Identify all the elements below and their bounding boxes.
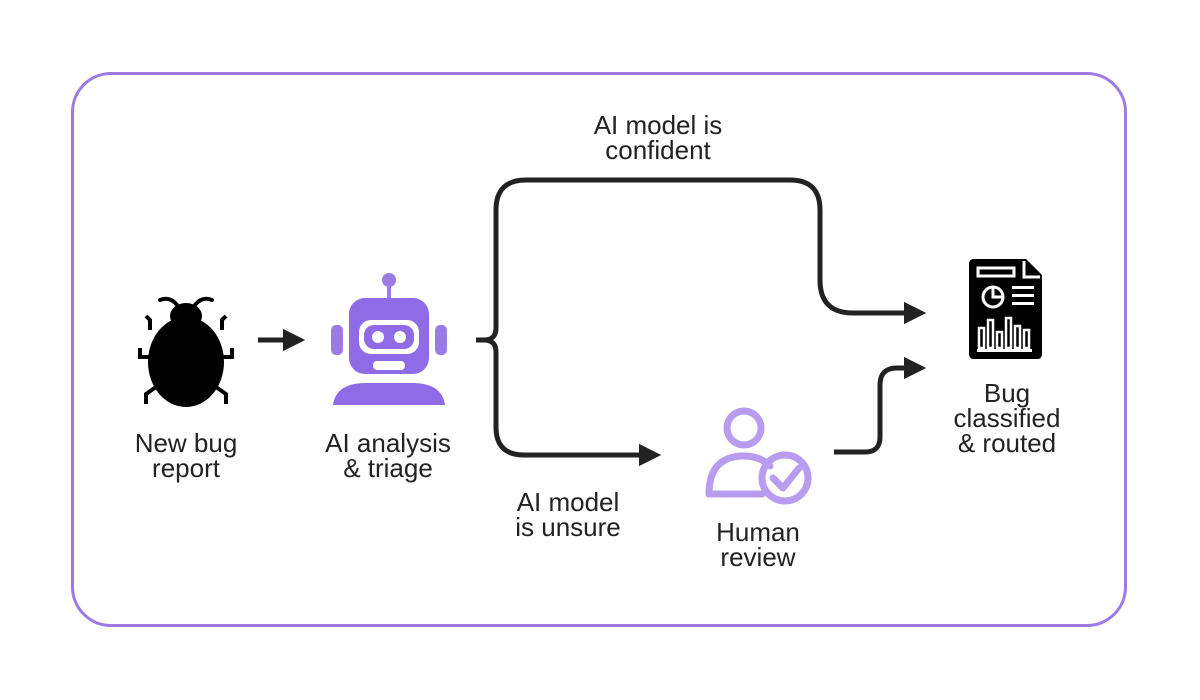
ai-label: AI analysis& triage — [325, 428, 451, 483]
arrow-unsure — [476, 337, 662, 467]
diagram-frame — [71, 72, 1127, 627]
arrow-human-to-result — [834, 356, 927, 455]
bug-icon — [138, 296, 234, 407]
arrow-confident — [476, 177, 927, 343]
user-check-icon — [705, 407, 812, 505]
robot-icon — [331, 273, 447, 405]
report-document-icon — [969, 259, 1042, 359]
